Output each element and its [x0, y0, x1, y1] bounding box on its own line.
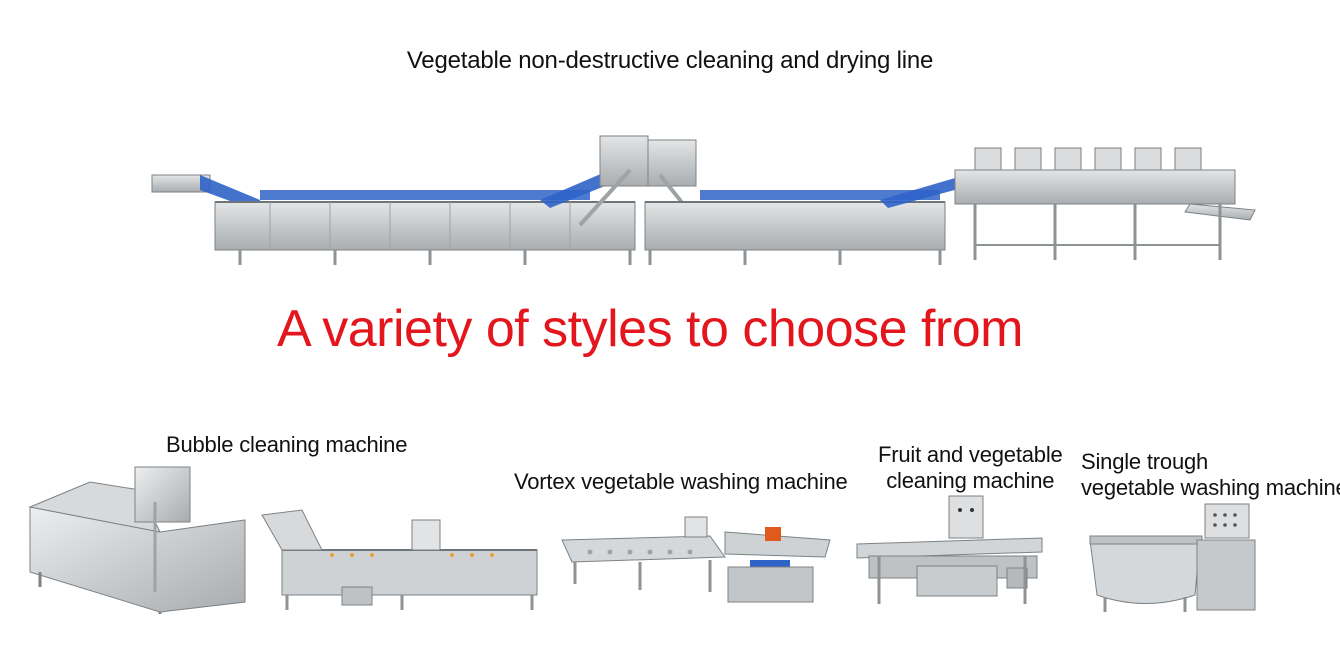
headline: A variety of styles to choose from [277, 300, 1024, 358]
vortex-machine-image [561, 516, 831, 603]
vortex-machine-label: Vortex vegetable washing machine [514, 469, 848, 494]
fruit-machine-label: Fruit and vegetable cleaning machine [878, 442, 1063, 494]
single-trough-machine-image [1089, 503, 1256, 612]
single-trough-label-line-1: Single trough [1081, 449, 1209, 474]
top-title: Vegetable non-destructive cleaning and d… [406, 47, 934, 74]
bubble-machine-image-2 [261, 509, 538, 610]
bubble-machine-image-1 [28, 466, 246, 614]
cleaning-drying-line-image [151, 135, 1256, 265]
fruit-machine-label-line-1: Fruit and vegetable [878, 442, 1063, 467]
bubble-machine-label: Bubble cleaning machine [166, 432, 408, 457]
fruit-machine-label-line-2: cleaning machine [886, 468, 1055, 493]
single-trough-label-line-2: vegetable washing machine [1081, 475, 1340, 500]
fruit-machine-image [856, 495, 1043, 604]
single-trough-machine-label: Single trough vegetable washing machine [1081, 449, 1340, 501]
